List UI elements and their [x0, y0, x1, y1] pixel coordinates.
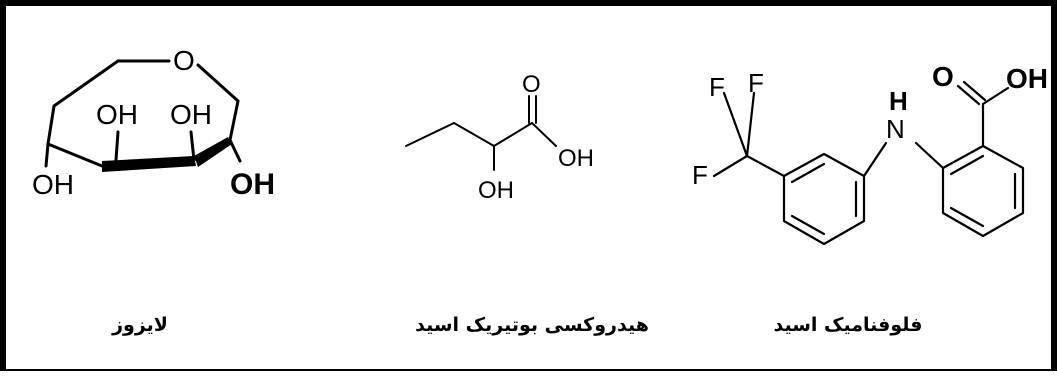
atom-label: O: [932, 61, 954, 92]
atom-label: H: [889, 86, 908, 116]
aromatic-bond: [790, 162, 826, 184]
bond: [114, 130, 120, 162]
bond: [453, 122, 495, 147]
bond: [962, 80, 987, 102]
bond: [914, 141, 945, 170]
atom-label: OH: [170, 99, 212, 130]
flufenamic-acid-structure: F F F H N O OH: [692, 61, 1048, 246]
bond: [493, 122, 533, 147]
compound-caption: هیدروکسی بوتیریک اسید: [415, 314, 649, 336]
atom-label: OH: [96, 99, 138, 130]
bond: [745, 154, 786, 178]
atom-label: OH: [32, 169, 74, 200]
bond: [52, 59, 120, 108]
bond: [196, 63, 240, 103]
aromatic-bond: [949, 154, 985, 176]
bond: [862, 141, 888, 178]
bond: [189, 130, 196, 162]
bond: [981, 86, 1010, 106]
atom-label: F: [709, 72, 725, 102]
wedge-bond: [102, 156, 196, 172]
benzene-ring: [782, 152, 866, 246]
bond: [228, 99, 240, 142]
bond: [405, 122, 455, 147]
bond: [722, 91, 749, 158]
atom-label: OH: [558, 145, 594, 172]
bond: [44, 142, 50, 168]
wedge-bond: [194, 137, 232, 167]
bond: [46, 104, 56, 146]
atom-label: N: [886, 114, 905, 144]
atom-label: O: [522, 71, 541, 98]
aromatic-bond: [949, 206, 985, 228]
compound-caption: لایزوز: [112, 314, 168, 336]
aromatic-bond: [790, 214, 826, 236]
atom-label: F: [748, 68, 764, 98]
compound-caption: فلوفنامیک اسید: [773, 314, 923, 336]
bond: [712, 154, 749, 178]
hydroxybutyric-acid-structure: O OH OH: [405, 71, 594, 204]
atom-label: OH: [230, 168, 275, 201]
bond: [46, 142, 104, 168]
bond: [531, 122, 557, 147]
bond: [956, 84, 981, 106]
benzene-ring: [941, 144, 1025, 238]
bond: [745, 91, 756, 158]
atom-label: OH: [1006, 63, 1048, 94]
atom-label: O: [173, 45, 195, 76]
atom-label: OH: [478, 177, 514, 204]
lyxose-structure: O OH OH OH OH: [32, 45, 275, 201]
atom-label: F: [692, 160, 708, 190]
